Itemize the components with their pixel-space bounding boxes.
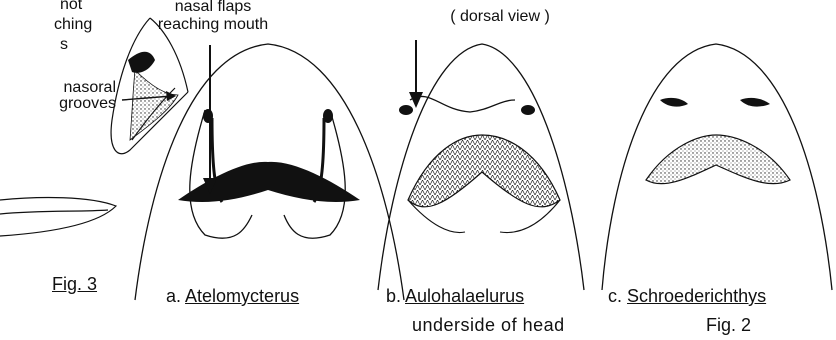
fig2-label: Fig. 2 — [706, 316, 751, 336]
caption-b: b. Aulohalaelurus — [386, 287, 524, 307]
head-c-outline — [602, 44, 832, 290]
nasal-flaps-line1: nasal flaps — [148, 0, 278, 16]
caption-a-prefix: a. — [166, 286, 181, 306]
caption-a-genus: Atelomycterus — [185, 286, 299, 306]
fig3-nasoral-groove-shading — [122, 52, 178, 140]
caption-a: a. Atelomycterus — [166, 287, 299, 307]
label-s: s — [60, 36, 68, 54]
dorsal-view-label: ( dorsal view ) — [420, 8, 580, 26]
caption-b-prefix: b. — [386, 286, 401, 306]
fig3-fin-sketch — [0, 198, 116, 236]
nasoral-line2: grooves — [36, 96, 116, 112]
head-b-mouth — [408, 135, 560, 233]
label-ching: ching — [54, 16, 92, 34]
nasal-flaps-label: nasal flaps reaching mouth — [148, 0, 278, 35]
dorsal-view-arrow — [409, 40, 423, 108]
head-b-nostrils — [399, 105, 535, 115]
underside-of-head-label: underside of head — [412, 316, 565, 336]
fig3-label: Fig. 3 — [52, 275, 97, 295]
nasoral-line1: nasoral — [36, 80, 116, 96]
caption-b-genus: Aulohalaelurus — [405, 286, 524, 306]
head-c-mouth — [646, 135, 790, 184]
nasoral-grooves-label: nasoral grooves — [36, 80, 116, 112]
head-c-nostrils — [660, 98, 770, 107]
label-not: not — [60, 0, 82, 14]
caption-c-genus: Schroederichthys — [627, 286, 766, 306]
caption-c-prefix: c. — [608, 286, 622, 306]
nasal-flaps-line2: reaching mouth — [148, 16, 278, 34]
caption-c: c. Schroederichthys — [608, 287, 766, 307]
